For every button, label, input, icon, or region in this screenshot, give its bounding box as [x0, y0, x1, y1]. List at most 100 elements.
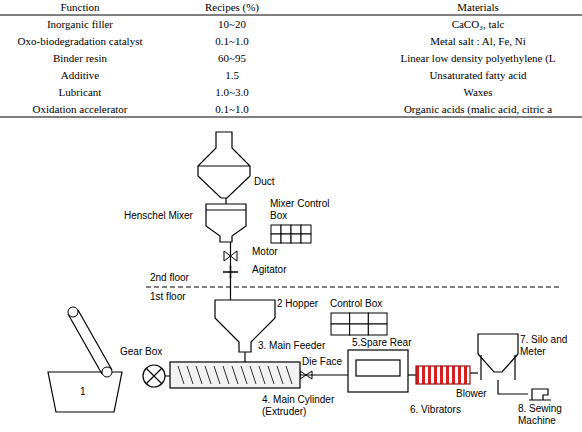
panel-cell	[331, 313, 350, 324]
table-header: Recipes (%)	[205, 1, 259, 14]
control-panel	[330, 312, 388, 336]
spare-rear-panel	[356, 360, 400, 376]
part-label: 3. Main Feeder	[258, 340, 325, 352]
part-label: Blower	[456, 388, 487, 400]
table-cell: Unsaturated fatty acid	[429, 69, 526, 82]
extruder-shape	[170, 362, 300, 388]
table-cell: Waxes	[463, 86, 492, 99]
vibrator-rollers	[416, 366, 470, 384]
part-label: Agitator	[252, 264, 286, 276]
pipe-connector	[230, 242, 231, 300]
node-label: Mixer Control Box	[270, 198, 336, 222]
node-label: 5.Spare Rear	[352, 337, 411, 349]
silo-legs	[481, 355, 515, 380]
spare-rear-shape	[348, 350, 408, 392]
panel-cell	[271, 225, 281, 234]
screw-flight	[223, 366, 229, 384]
table-cell: Linear low density polyethylene (L	[400, 52, 555, 65]
duct: Duct	[198, 132, 250, 198]
panel-cell	[271, 234, 281, 243]
hopper: 2 Hopper	[215, 300, 275, 352]
screw-flight	[277, 366, 283, 384]
screw-flight	[178, 366, 184, 384]
node-label: 2 Hopper	[277, 298, 318, 310]
node-label: Duct	[254, 176, 275, 188]
node-label: 8. Sewing Machine	[518, 403, 574, 427]
screw-flight	[241, 366, 247, 384]
table-cell: 1.0~3.0	[215, 86, 248, 99]
screw-flight	[187, 366, 193, 384]
node-label: Control Box	[330, 298, 392, 310]
sewing-machine: 8. Sewing Machine	[528, 386, 552, 402]
table-cell: 1.5	[225, 69, 239, 82]
screw-flight	[268, 366, 274, 384]
hopper-funnel	[215, 300, 275, 352]
spare-rear-housing	[348, 350, 408, 392]
silo-bin	[478, 334, 518, 372]
screw-flight	[214, 366, 220, 384]
table-header: Function	[60, 1, 99, 14]
panel-cell	[368, 324, 387, 335]
panel-cell	[331, 324, 350, 335]
control-box: Mixer Control Box	[270, 198, 336, 244]
conveyor-pulley	[102, 367, 112, 377]
pipe-connector	[225, 198, 226, 204]
panel-cell	[291, 225, 301, 234]
panel-cell	[368, 313, 387, 324]
conveyor-belt	[68, 310, 112, 374]
pipe-connector	[244, 352, 245, 362]
mixer-shape	[206, 204, 246, 242]
pipe-connector	[498, 380, 528, 394]
table-cell: 0.1~1.0	[215, 103, 248, 116]
mixer: Henschel Mixer	[206, 204, 246, 242]
part-label: Motor	[252, 246, 278, 258]
extruder-barrel	[170, 362, 300, 388]
panel-cell	[281, 225, 291, 234]
extruder: 4. Main Cylinder (Extruder)	[170, 362, 300, 388]
table-cell: Lubricant	[59, 86, 102, 99]
floor-label: 2nd floor	[150, 272, 189, 284]
table-cell: 10~20	[218, 18, 246, 31]
node-label: 7. Silo and Meter	[520, 334, 574, 358]
screw-flight	[259, 366, 265, 384]
part-label: Gear Box	[120, 346, 162, 358]
panel-cell	[301, 234, 311, 243]
screw-flight	[286, 366, 292, 384]
table-cell: Inorganic filler	[47, 18, 113, 31]
table-cell: Oxo-biodegradation catalyst	[18, 35, 143, 48]
panel-cell	[350, 313, 369, 324]
control-panel	[270, 224, 312, 244]
table-rule	[0, 15, 582, 16]
control-box: Control Box	[330, 298, 392, 336]
hopper-shape	[215, 300, 275, 352]
table-cell: Metal salt : Al, Fe, Ni	[430, 35, 526, 48]
duct-shape	[198, 132, 250, 198]
sewing-machine-icon	[529, 389, 551, 400]
panel-cell	[291, 234, 301, 243]
duct-hood	[198, 132, 250, 198]
screw-flight	[205, 366, 211, 384]
silo-shape	[478, 334, 518, 380]
pipe-connector	[408, 374, 416, 375]
gear-box-symbol	[146, 368, 170, 384]
table-cell: CaCO₃, talc	[452, 18, 505, 31]
table-rule	[0, 117, 582, 118]
vibrator-belt: 6. Vibrators	[416, 366, 470, 384]
table-cell: Additive	[61, 69, 100, 82]
node-label: 6. Vibrators	[410, 404, 461, 416]
mixer-vessel	[206, 204, 246, 242]
table-cell: 0.1~1.0	[215, 35, 248, 48]
panel-cell	[301, 225, 311, 234]
silo: 7. Silo and Meter	[478, 334, 518, 380]
screw-flight	[196, 366, 202, 384]
panel-cell	[350, 324, 369, 335]
sewing-machine-shape	[528, 386, 552, 402]
table-cell: Oxidation accelerator	[33, 103, 128, 116]
mixer-lid	[206, 209, 246, 210]
table-header: Materials	[457, 1, 499, 14]
part-label: Die Face	[302, 356, 342, 368]
screw-flight	[250, 366, 256, 384]
screw-flight	[232, 366, 238, 384]
callout-number: 1	[80, 386, 86, 398]
pipe-connector	[300, 374, 348, 375]
